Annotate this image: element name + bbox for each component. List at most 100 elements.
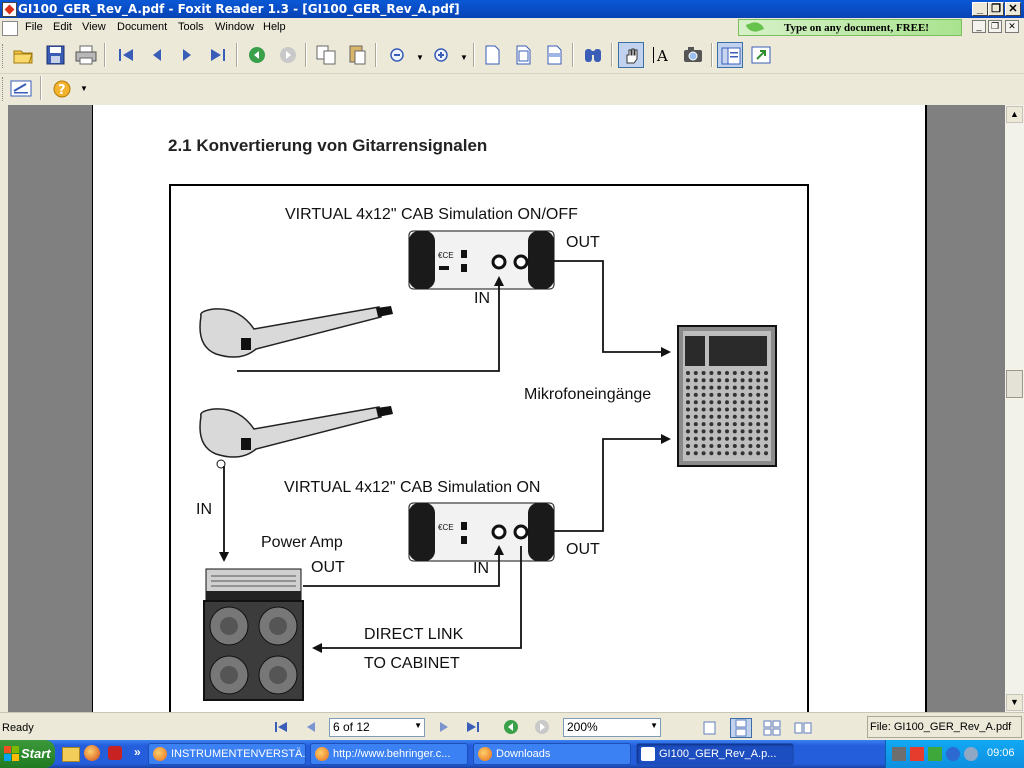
foxit-app-icon[interactable] [2,2,17,17]
menu-edit[interactable]: Edit [53,21,72,33]
next-page-icon[interactable] [174,42,200,68]
actual-size-icon[interactable] [479,42,505,68]
menu-window[interactable]: Window [215,21,255,33]
open-icon[interactable] [10,42,36,68]
quicklaunch-firefox-icon[interactable] [84,745,100,761]
toolbar-grip[interactable] [2,44,6,68]
tray-bluetooth-icon[interactable] [946,747,960,761]
quicklaunch-folder-icon[interactable] [62,747,80,762]
doc-close-button[interactable]: ✕ [1005,20,1019,33]
clock: 09:06 [987,747,1015,759]
zoom-field[interactable]: 200% ▼ [563,718,661,737]
speaker-cabinet [203,600,304,701]
select-text-icon[interactable]: A [649,42,675,68]
paste-icon[interactable] [344,42,370,68]
full-screen-icon[interactable] [748,42,774,68]
status-bar: Ready 6 of 12 ▼ 200% ▼ File: GI100_GER_R… [0,712,1024,741]
single-page-view-icon[interactable] [700,720,720,736]
go-back-icon[interactable] [244,42,270,68]
zoom-dropdown-icon[interactable]: ▼ [650,721,658,730]
minimize-button[interactable]: _ [972,2,988,16]
status-first-page-icon[interactable] [272,719,290,735]
scroll-down-icon[interactable]: ▼ [1006,694,1023,711]
firefox-icon [153,747,167,761]
last-page-icon[interactable] [205,42,231,68]
menu-file[interactable]: File [25,21,43,33]
leaf-icon [745,19,765,35]
diagram-frame: €CE €CE [169,184,809,712]
menu-tools[interactable]: Tools [178,21,204,33]
status-next-page-icon[interactable] [435,719,453,735]
top-in-label: IN [474,290,490,307]
bookmarks-panel-icon[interactable] [717,42,743,68]
task-behringer[interactable]: http://www.behringer.c... [310,743,468,765]
fit-width-icon[interactable] [541,42,567,68]
title-bar: GI100_GER_Rev_A.pdf - Foxit Reader 1.3 -… [0,0,1024,18]
start-button[interactable]: Start [0,740,55,768]
continuous-facing-view-icon[interactable] [793,720,813,736]
zoom-out-icon[interactable] [384,42,410,68]
continuous-view-icon[interactable] [730,718,752,738]
task-instrumentenverstaerker[interactable]: INSTRUMENTENVERSTÄ... [148,743,306,765]
doc-minimize-button[interactable]: _ [972,20,986,33]
toolbar-separator [236,43,238,67]
menu-help[interactable]: Help [263,21,286,33]
page-number-field[interactable]: 6 of 12 ▼ [329,718,425,737]
doc-restore-button[interactable]: ❐ [988,20,1002,33]
print-icon[interactable] [73,42,99,68]
document-view[interactable]: 2.1 Konvertierung von Gitarrensignalen [0,105,1005,712]
copy-icon[interactable] [313,42,339,68]
menu-document[interactable]: Document [117,21,168,33]
guitar-bottom [199,406,393,469]
tray-volume-icon[interactable] [964,747,978,761]
mixer [677,325,777,467]
status-last-page-icon[interactable] [464,719,482,735]
file-name-panel: File: GI100_GER_Rev_A.pdf [867,716,1022,738]
previous-page-icon[interactable] [144,42,170,68]
toolbar-separator [711,43,713,67]
scroll-thumb[interactable] [1006,370,1023,398]
to-cabinet-label: TO CABINET [364,655,460,672]
first-page-icon[interactable] [113,42,139,68]
status-back-icon[interactable] [502,719,520,735]
zoom-in-dropdown-icon[interactable]: ▼ [460,53,468,62]
menu-view[interactable]: View [82,21,106,33]
go-forward-icon[interactable] [275,42,301,68]
tray-update-icon[interactable] [928,747,942,761]
promo-banner[interactable]: Type on any document, FREE! [738,19,962,36]
status-forward-icon[interactable] [533,719,551,735]
pdf-icon [641,747,655,761]
task-foxit-reader[interactable]: GI100_GER_Rev_A.p... [636,743,794,765]
facing-view-icon[interactable] [762,720,782,736]
snapshot-camera-icon[interactable] [680,42,706,68]
windows-logo-icon [4,746,19,761]
zoom-out-dropdown-icon[interactable]: ▼ [416,53,424,62]
help-icon[interactable]: ? [49,76,75,102]
typewriter-icon[interactable] [8,76,34,102]
system-tray: 09:06 [885,740,1024,768]
start-label: Start [21,746,51,761]
find-icon[interactable] [580,42,606,68]
task-downloads[interactable]: Downloads [473,743,631,765]
di-box-bottom: €CE [408,502,555,562]
scroll-up-icon[interactable]: ▲ [1006,106,1023,123]
vertical-scrollbar[interactable]: ▲ ▼ [1005,105,1024,712]
help-dropdown-icon[interactable]: ▼ [80,84,88,93]
tray-network-icon[interactable] [892,747,906,761]
document-icon[interactable] [2,21,18,36]
close-button[interactable]: ✕ [1005,2,1021,16]
toolbar-grip[interactable] [2,77,6,101]
task-label: INSTRUMENTENVERSTÄ... [171,748,306,760]
page-number-value: 6 of 12 [333,720,370,734]
status-previous-page-icon[interactable] [302,719,320,735]
quicklaunch-app-icon[interactable] [108,746,122,760]
save-icon[interactable] [42,42,68,68]
quicklaunch-more-icon[interactable]: » [134,745,141,759]
pdf-page[interactable]: 2.1 Konvertierung von Gitarrensignalen [92,105,927,712]
zoom-in-icon[interactable] [428,42,454,68]
restore-button[interactable]: ❐ [988,2,1004,16]
page-dropdown-icon[interactable]: ▼ [414,721,422,730]
fit-page-icon[interactable] [510,42,536,68]
hand-tool-icon[interactable] [618,42,644,68]
tray-antivirus-icon[interactable] [910,747,924,761]
